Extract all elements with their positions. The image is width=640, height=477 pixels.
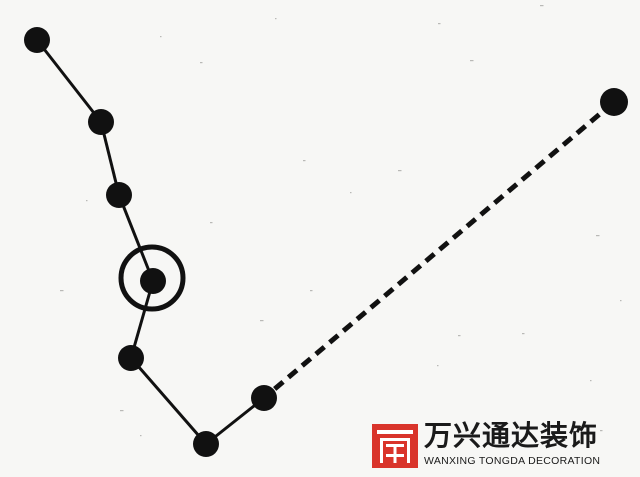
node-n5 bbox=[118, 345, 144, 371]
diagram-nodes bbox=[24, 27, 628, 457]
speck bbox=[437, 365, 439, 367]
speck bbox=[350, 192, 352, 194]
speck bbox=[140, 435, 142, 437]
edge-n1-n2 bbox=[35, 39, 103, 123]
watermark: 万兴通达装饰 WANXING TONGDA DECORATION bbox=[372, 420, 624, 470]
speck bbox=[260, 320, 264, 322]
speck bbox=[438, 23, 441, 25]
node-n4 bbox=[140, 268, 166, 294]
speck bbox=[60, 290, 64, 292]
speck bbox=[200, 62, 203, 64]
speck bbox=[458, 335, 461, 337]
node-n1 bbox=[24, 27, 50, 53]
node-n2 bbox=[88, 109, 114, 135]
speck bbox=[590, 380, 592, 382]
edge-n4-n5 bbox=[129, 280, 155, 359]
node-n6 bbox=[193, 431, 219, 457]
brand-logo-icon bbox=[372, 424, 418, 468]
speck bbox=[596, 235, 600, 237]
node-n3 bbox=[106, 182, 132, 208]
speck bbox=[620, 300, 622, 302]
node-n7 bbox=[251, 385, 277, 411]
speck bbox=[310, 290, 313, 292]
speck bbox=[470, 60, 474, 62]
speck bbox=[210, 222, 213, 224]
edge-n5-n6 bbox=[129, 357, 208, 445]
speck bbox=[160, 36, 162, 38]
speck bbox=[600, 430, 603, 432]
speck bbox=[398, 170, 402, 172]
watermark-brand-chinese: 万兴通达装饰 bbox=[424, 419, 599, 452]
paper-specks bbox=[60, 5, 622, 437]
speck bbox=[522, 333, 525, 335]
edge-n3-n4 bbox=[117, 194, 155, 282]
speck bbox=[86, 200, 88, 202]
highlight-ring-n4 bbox=[118, 244, 186, 312]
node-n8 bbox=[600, 88, 628, 116]
watermark-brand-english: WANXING TONGDA DECORATION bbox=[424, 455, 601, 467]
diagram-edges bbox=[35, 39, 616, 446]
speck bbox=[275, 18, 277, 20]
speck bbox=[303, 160, 306, 162]
diagram-highlight-rings bbox=[118, 244, 186, 312]
speck bbox=[120, 410, 124, 412]
speck bbox=[540, 5, 544, 7]
edge-n7-n8-dashed bbox=[262, 100, 616, 400]
